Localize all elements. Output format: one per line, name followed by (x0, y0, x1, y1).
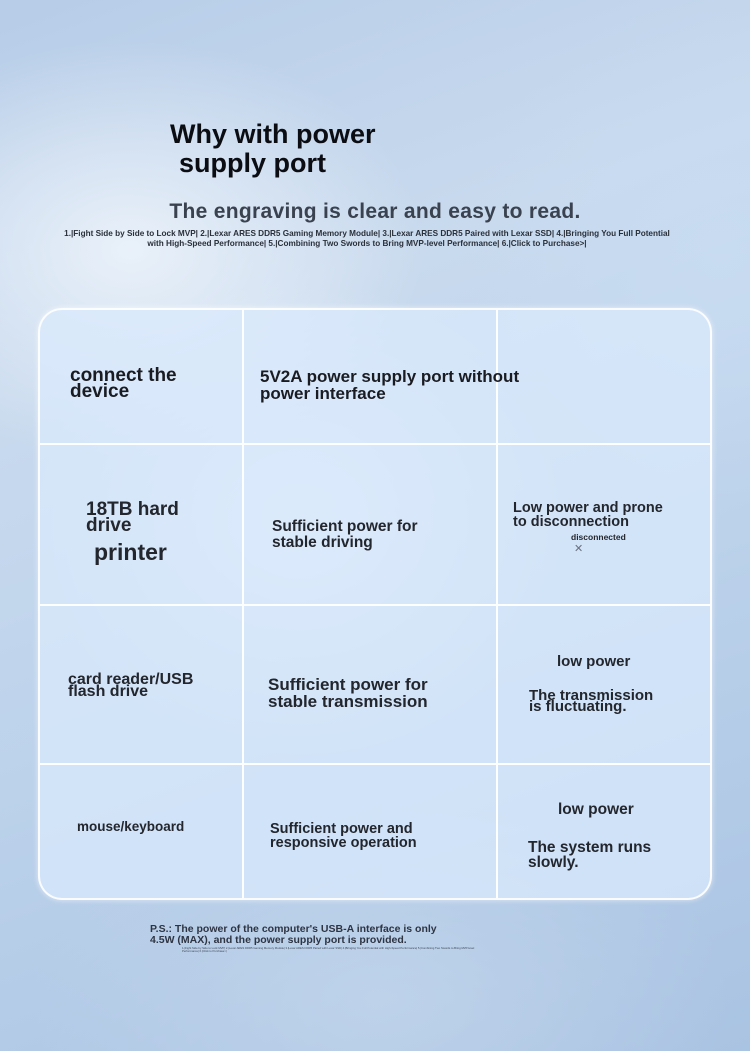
header-cell-device: connect the device (40, 310, 244, 443)
device-cell: 18TB hard drive printer (40, 445, 244, 604)
device-label: mouse/keyboard (77, 819, 185, 834)
comparison-table: connect the device 5V2A power supply por… (38, 308, 712, 900)
device-label: 18TB hard drive (86, 499, 179, 536)
subtitle: The engraving is clear and easy to read. (169, 200, 581, 223)
disconnected-icon: ✕ (574, 542, 584, 555)
without-port-text: The transmission is fluctuating. (529, 687, 654, 715)
fine-print: 1.|Fight Side by Side to Lock MVP| 2.|Le… (182, 946, 475, 954)
device-label: card reader/USB flash drive (68, 671, 194, 700)
title-line-2: supply port (179, 148, 326, 178)
with-port-cell: Sufficient power for stable driving (244, 445, 498, 604)
without-port-text: Low power and prone to disconnection (513, 500, 663, 530)
navigation-text[interactable]: 1.|Fight Side by Side to Lock MVP| 2.|Le… (64, 229, 670, 248)
device-cell: card reader/USB flash drive (40, 606, 244, 763)
ps-note: P.S.: The power of the computer's USB-A … (150, 923, 437, 946)
with-port-text: Sufficient power and responsive operatio… (270, 821, 417, 851)
without-port-head: low power (558, 801, 634, 818)
table-row: 18TB hard drive printer Sufficient power… (40, 445, 710, 606)
title-line-1: Why with power (170, 119, 376, 149)
table-row: card reader/USB flash drive Sufficient p… (40, 606, 710, 765)
without-port-note: disconnected (571, 532, 626, 542)
without-port-cell: Low power and prone to disconnection dis… (498, 445, 710, 604)
page-title: Why with power supply port (170, 120, 490, 178)
device-label-extra: printer (94, 539, 167, 565)
header-cell-without-port (498, 310, 710, 443)
header-device-label: connect the device (70, 365, 177, 402)
with-port-cell: Sufficient power for stable transmission (244, 606, 498, 763)
without-port-cell: low power The system runs slowly. (498, 765, 710, 898)
with-port-text: Sufficient power for stable transmission (268, 675, 428, 711)
without-port-text: The system runs slowly. (528, 839, 652, 871)
device-cell: mouse/keyboard (40, 765, 244, 898)
table-header-row: connect the device 5V2A power supply por… (40, 310, 710, 445)
with-port-text: Sufficient power for stable driving (272, 518, 418, 551)
with-port-cell: Sufficient power and responsive operatio… (244, 765, 498, 898)
without-port-head: low power (557, 653, 631, 670)
table-row: mouse/keyboard Sufficient power and resp… (40, 765, 710, 898)
without-port-cell: low power The transmission is fluctuatin… (498, 606, 710, 763)
header-with-port-label: 5V2A power supply port without power int… (260, 367, 520, 403)
header-cell-with-port: 5V2A power supply port without power int… (244, 310, 519, 443)
